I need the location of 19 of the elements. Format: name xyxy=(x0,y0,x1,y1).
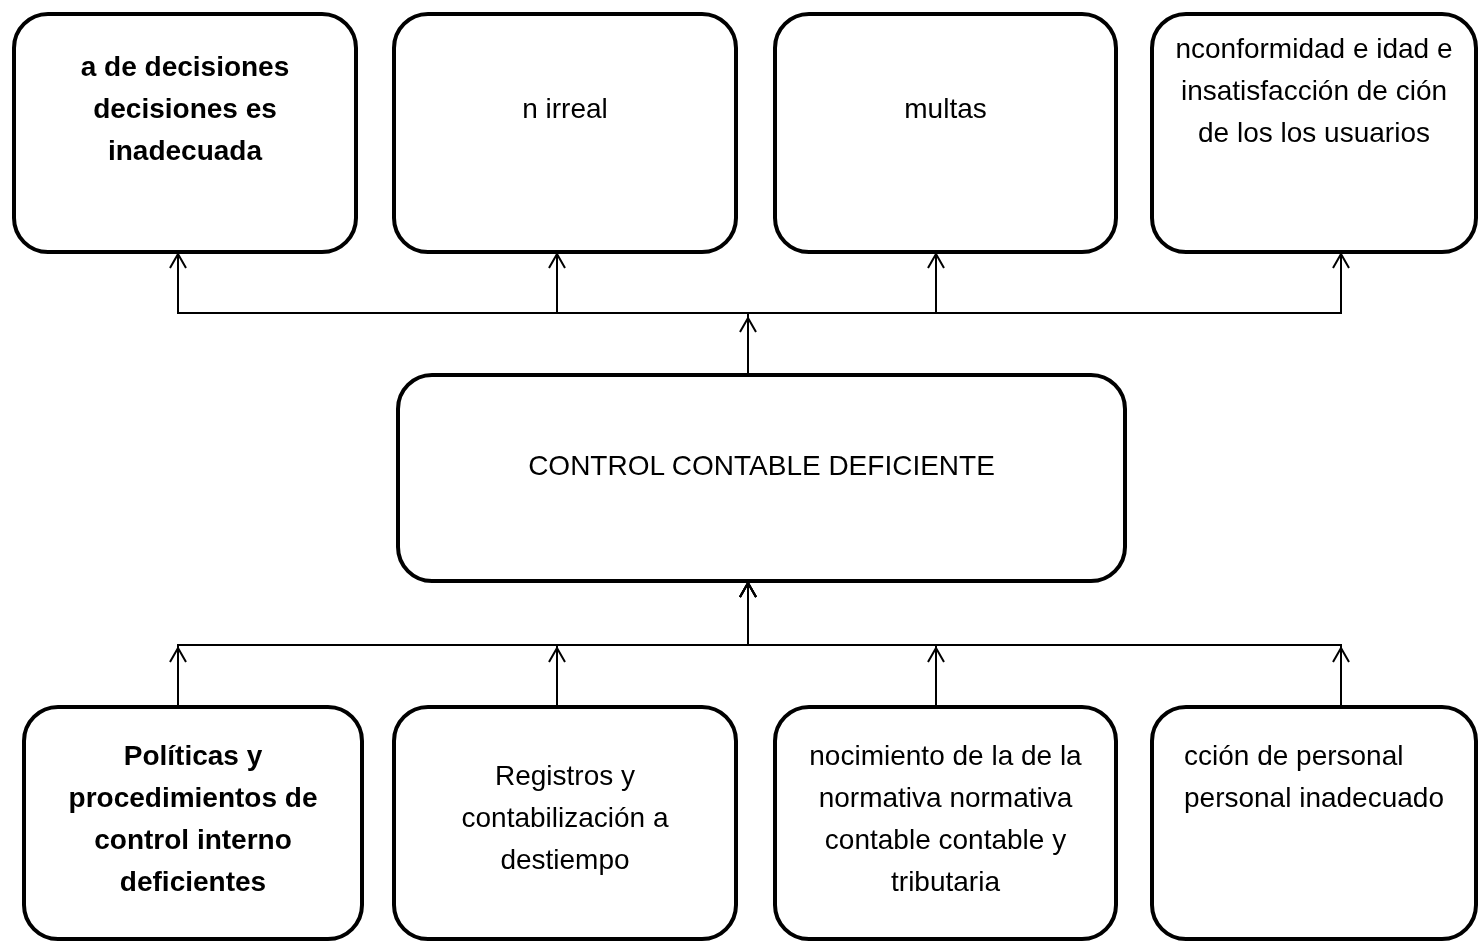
node-text: n irreal xyxy=(521,92,609,126)
node-text: nconformidad e idad e insatisfacción de ción de los los usuarios xyxy=(1174,32,1454,150)
process-box xyxy=(392,705,738,941)
node-text: Registros y contabilización a destiempo xyxy=(460,759,670,877)
process-box xyxy=(22,705,364,941)
node-text: Políticas y procedimientos de control interno deficientes xyxy=(67,739,319,899)
node-text: a de decisiones decisiones es inadecuada xyxy=(79,50,291,168)
process-box xyxy=(773,12,1118,254)
process-box xyxy=(773,705,1118,941)
problem-box xyxy=(396,373,1127,583)
node-text: multas xyxy=(903,92,988,126)
node-text: nocimiento de la de la normativa normativa contable contable y tributaria xyxy=(808,739,1083,899)
process-box xyxy=(1150,12,1478,254)
process-box xyxy=(12,12,358,254)
node-text: cción de personal personal inadecuado xyxy=(1184,739,1445,815)
process-box xyxy=(392,12,738,254)
node-text: CONTROL CONTABLE DEFICIENTE xyxy=(527,449,996,483)
process-box xyxy=(1150,705,1478,941)
arrow xyxy=(739,582,1342,706)
